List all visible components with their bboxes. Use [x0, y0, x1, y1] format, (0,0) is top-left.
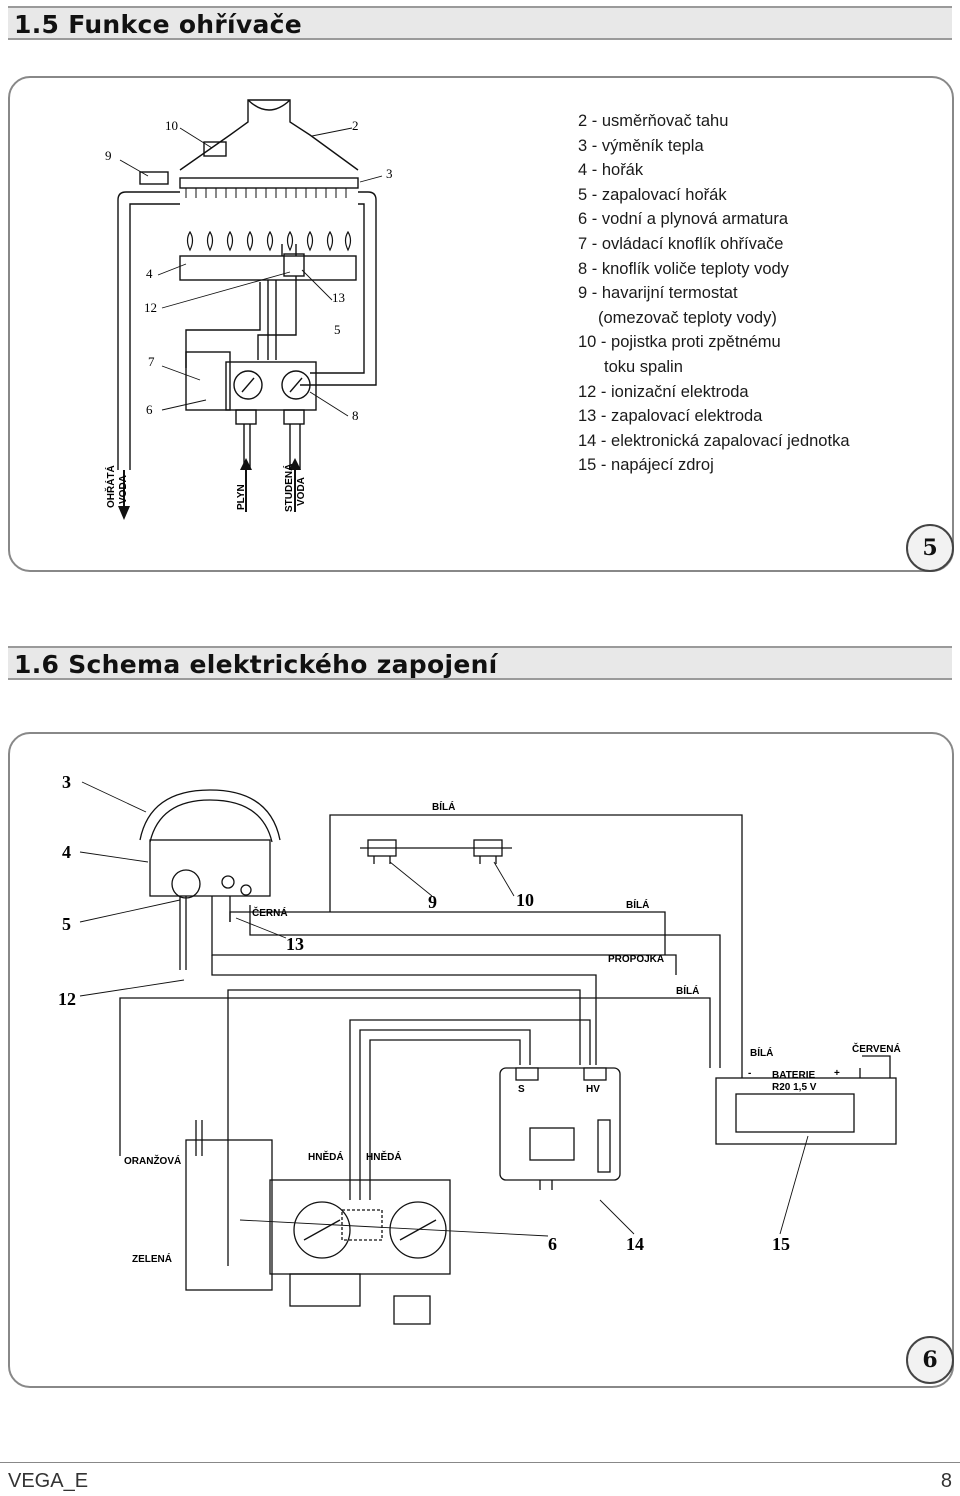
legend-item: 3 - výměník tepla [578, 136, 704, 155]
legend-item: (omezovač teploty vody) [598, 308, 777, 327]
section-header-1-6: 1.6 Schema elektrického zapojení [8, 646, 952, 680]
figure-panel-6 [8, 732, 954, 1388]
figure-panel-5 [8, 76, 954, 572]
callout-13: 13 [332, 290, 345, 305]
legend-item: 15 - napájecí zdroj [578, 456, 714, 475]
section-title: 1.5 Funkce ohřívače [14, 10, 303, 39]
legend-item: toku spalin [604, 357, 683, 376]
callout-8: 8 [352, 408, 359, 423]
callout-3: 3 [386, 166, 393, 181]
wire-label-bila: BÍLÁ [626, 898, 649, 911]
wire-label-hneda: HNĚDÁ [308, 1150, 344, 1163]
callout-6: 6 [548, 1234, 557, 1254]
footer-doc-code: VEGA_E [8, 1470, 89, 1492]
figure-number-5: 5 [906, 524, 954, 572]
label-cold-water-2: VODA [296, 477, 307, 506]
callout-4: 4 [62, 842, 71, 862]
legend-item: 13 - zapalovací elektroda [578, 407, 763, 426]
wire-label-oranzova: ORANŽOVÁ [124, 1154, 181, 1167]
battery-name: BATERIE [772, 1070, 815, 1081]
legend-item: 7 - ovládací knoflík ohřívače [578, 234, 784, 253]
callout-5: 5 [334, 322, 341, 337]
wire-label-bila: BÍLÁ [432, 800, 455, 813]
callout-12: 12 [58, 989, 76, 1009]
callout-10: 10 [516, 890, 534, 910]
callout-14: 14 [626, 1234, 644, 1254]
callout-13: 13 [286, 934, 304, 954]
wire-label-hneda: HNĚDÁ [366, 1150, 402, 1163]
callout-15: 15 [772, 1234, 790, 1254]
section-title: 1.6 Schema elektrického zapojení [14, 650, 498, 679]
parts-legend: 2 - usměrňovač tahu 3 - výměník tepla 4 … [578, 109, 850, 478]
wire-label-bila: BÍLÁ [676, 984, 699, 997]
legend-item: 12 - ionizační elektroda [578, 382, 749, 401]
callout-9: 9 [105, 148, 112, 163]
label-cold-water-1: STUDENÁ [282, 464, 295, 512]
callout-4: 4 [146, 266, 153, 281]
battery-minus: - [748, 1068, 751, 1079]
label-hot-water-2: VODA [118, 475, 129, 504]
wire-label-propojka: PROPOJKA [608, 954, 664, 965]
battery-plus: + [834, 1068, 840, 1079]
terminal-s-label: S [518, 1084, 525, 1095]
wire-label-bila: BÍLÁ [750, 1046, 773, 1059]
footer-divider [0, 1462, 960, 1463]
callout-2: 2 [352, 118, 359, 133]
legend-item: 6 - vodní a plynová armatura [578, 210, 789, 229]
legend-item: 5 - zapalovací hořák [578, 185, 727, 204]
callout-5: 5 [62, 914, 71, 934]
wire-label-zelena: ZELENÁ [132, 1252, 172, 1265]
legend-item: 9 - havarijní termostat [578, 284, 738, 303]
legend-item: 10 - pojistka proti zpětnému [578, 333, 781, 352]
label-gas: PLYN [236, 484, 247, 510]
label-hot-water-1: OHŘÁTÁ [104, 465, 117, 508]
wire-label-cervena: ČERVENÁ [852, 1042, 901, 1055]
legend-item: 4 - hořák [578, 161, 644, 180]
figure-number-6: 6 [906, 1336, 954, 1384]
legend-item: 14 - elektronická zapalovací jednotka [578, 431, 850, 450]
callout-12: 12 [144, 300, 157, 315]
callout-7: 7 [148, 354, 155, 369]
section-header-1-5: 1.5 Funkce ohřívače [8, 6, 952, 40]
wire-label-cerna: ČERNÁ [252, 906, 288, 919]
callout-6: 6 [146, 402, 153, 417]
callout-10: 10 [165, 118, 178, 133]
legend-item: 8 - knoflík voliče teploty vody [578, 259, 789, 278]
legend-item: 2 - usměrňovač tahu [578, 112, 729, 130]
heater-function-diagram: 10 9 2 3 4 12 13 5 7 6 8 OHŘÁTÁ VODA PLY… [104, 99, 393, 520]
wiring-diagram: 3 4 5 12 13 9 10 6 14 15 BÍLÁ ČERNÁ BÍLÁ… [58, 772, 901, 1325]
callout-3: 3 [62, 772, 71, 792]
footer-page-number: 8 [940, 1470, 952, 1492]
terminal-hv-label: HV [586, 1084, 600, 1095]
callout-9: 9 [428, 892, 437, 912]
battery-spec: R20 1,5 V [772, 1082, 817, 1093]
